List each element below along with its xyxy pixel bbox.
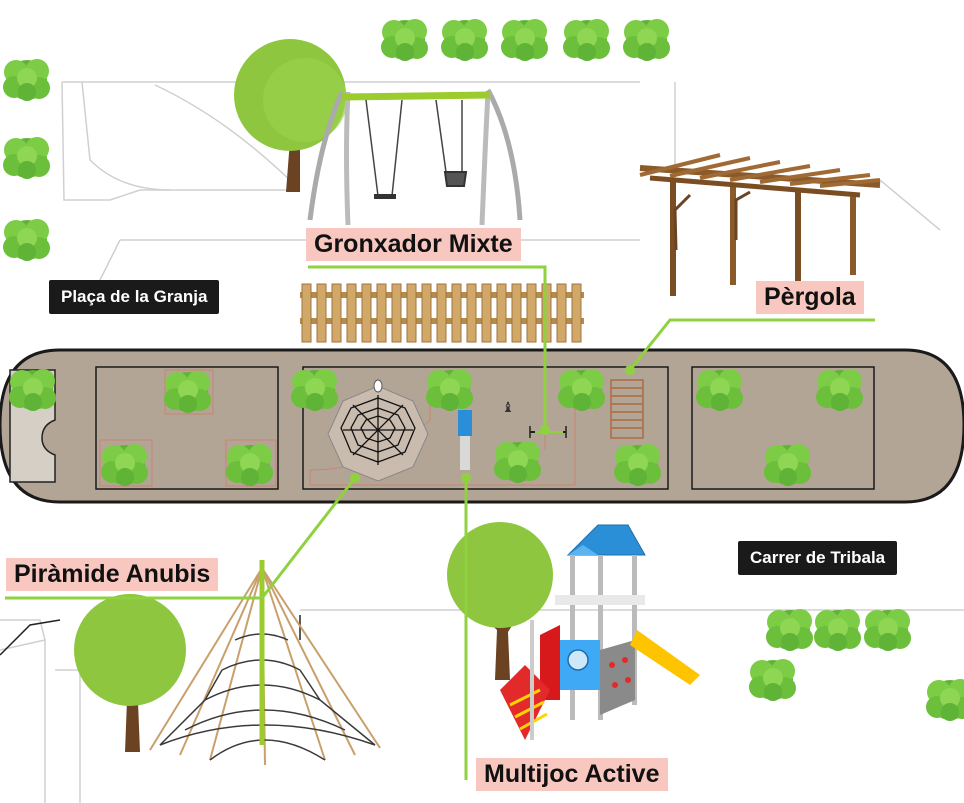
callout-pyramid: Piràmide Anubis xyxy=(6,558,219,591)
svg-text:♝: ♝ xyxy=(502,400,515,416)
tree-top xyxy=(234,39,347,192)
spider-net-plan xyxy=(327,379,429,482)
tree-bottom-middle xyxy=(447,522,553,680)
callout-pergola: Pèrgola xyxy=(756,281,864,314)
pergola xyxy=(639,153,881,296)
callout-swing: Gronxador Mixte xyxy=(306,228,521,261)
small-play-items: ♝ xyxy=(458,379,644,470)
top-bushes xyxy=(3,19,670,261)
leader-lines xyxy=(5,265,875,780)
wooden-fence xyxy=(300,283,584,343)
multiplay-structure xyxy=(500,524,700,740)
bottom-right-bushes xyxy=(749,609,964,721)
street-label-carrer-tribala: Carrer de Tribala xyxy=(738,541,898,575)
street-label-placa-granja: Plaça de la Granja xyxy=(49,280,220,314)
callout-multiplay: Multijoc Active xyxy=(476,758,668,791)
leader-dots xyxy=(350,365,635,483)
tree-bottom-left xyxy=(74,594,186,752)
swing-set xyxy=(307,88,523,226)
